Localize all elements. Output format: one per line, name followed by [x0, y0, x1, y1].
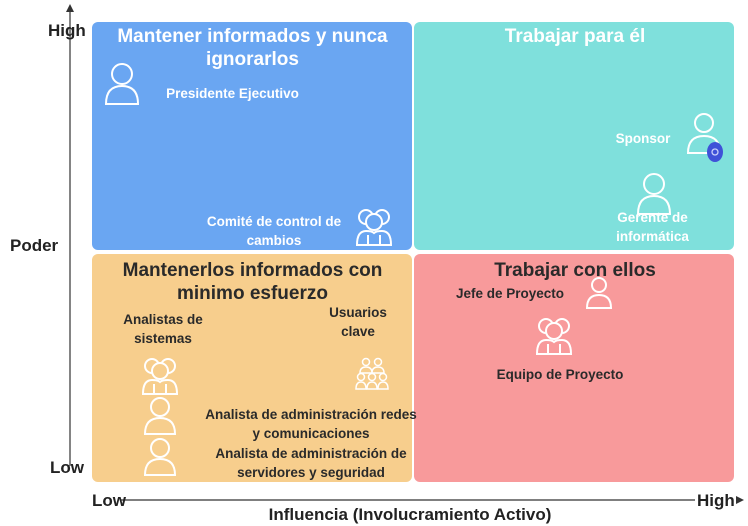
y-axis-low-label: Low [50, 458, 84, 477]
quadrant-title-top-left: Mantener informados y nunca ignorarlos [117, 26, 388, 70]
sponsor-person-icon [686, 113, 723, 162]
quadrant-top-left [92, 22, 412, 250]
stakeholder-label: Presidente Ejecutivo [166, 86, 299, 101]
stakeholder-label: Comité de control de cambios [206, 214, 342, 248]
stakeholder-label: Jefe de Proyecto [455, 286, 565, 301]
quadrant-title-bottom-left: Mantenerlos informados con minimo esfuer… [122, 260, 383, 304]
person-icon [636, 173, 672, 215]
y-axis-arrow [66, 4, 74, 12]
quadrant-title-bottom-right: Trabajar con ellos [494, 260, 656, 281]
stakeholder-label: Analista de administración de servidores… [215, 446, 407, 480]
group-icon [535, 318, 573, 355]
group-icon [355, 209, 393, 246]
x-axis-low-label: Low [92, 491, 126, 510]
person-icon [143, 397, 177, 435]
stakeholder-label: Analista de administración redes y comun… [205, 407, 417, 441]
y-axis-high-label: High [48, 21, 86, 40]
x-axis-arrow [736, 496, 744, 504]
y-axis-title: Poder [10, 236, 59, 255]
quadrant-top-right [414, 22, 734, 250]
quadrant-title-top-right: Trabajar para él [504, 26, 646, 47]
stakeholder-label: Gerente de informática [616, 210, 689, 244]
stakeholder-label: Analistas de sistemas [123, 312, 203, 346]
person-icon [104, 63, 140, 105]
team-icon [355, 357, 389, 390]
stakeholder-label: Usuarios clave [329, 305, 387, 339]
quadrant-bottom-right [414, 254, 734, 482]
person-icon [585, 277, 613, 309]
group-icon [141, 358, 179, 395]
stakeholder-label: Sponsor [615, 131, 671, 146]
x-axis-high-label: High [697, 491, 735, 510]
x-axis-title: Influencia (Involucramiento Activo) [268, 505, 552, 524]
person-icon [143, 438, 177, 476]
stakeholder-label: Equipo de Proyecto [496, 367, 624, 382]
